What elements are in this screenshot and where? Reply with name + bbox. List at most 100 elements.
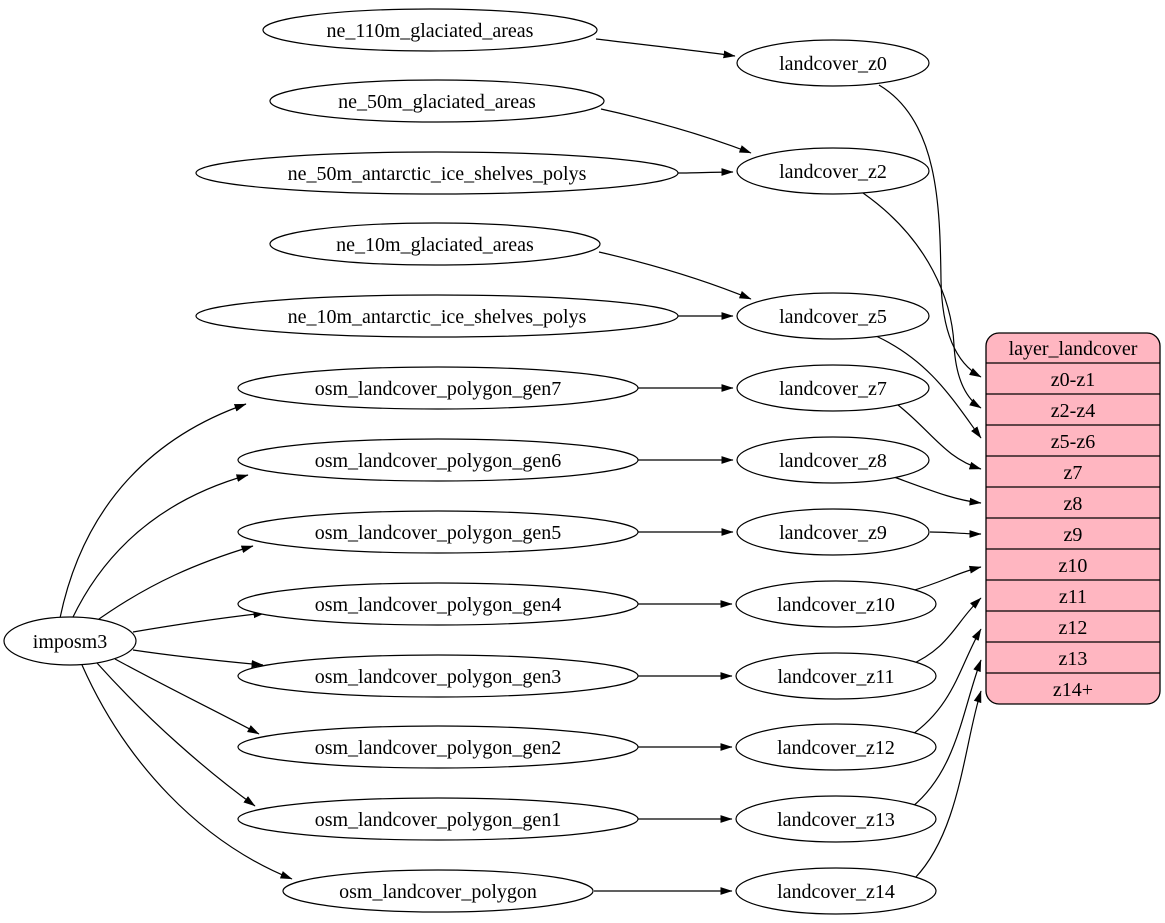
node-ellipse: [735, 867, 937, 915]
edge-ne_10m_glaciated_areas-to-landcover_z5: [598, 251, 752, 300]
node-landcover_z8: landcover_z8: [736, 436, 930, 484]
node-ellipse: [3, 616, 137, 666]
node-landcover_z0: landcover_z0: [736, 39, 930, 87]
edge-landcover_z0-to-layer_landcover:z0-z1: [878, 84, 982, 378]
node-label: osm_landcover_polygon_gen6: [315, 450, 562, 472]
edge-ne_50m_antarctic_ice_shelves_polys-to-landcover_z2: [677, 168, 734, 176]
edge-landcover_z8-to-layer_landcover:z8: [893, 476, 982, 506]
node-landcover_z14: landcover_z14: [735, 867, 937, 915]
node-label: osm_landcover_polygon: [339, 881, 537, 903]
record-title: layer_landcover: [1009, 338, 1138, 360]
edge-imposm3-to-osm_landcover_polygon_gen3: [132, 649, 264, 668]
node-osm_landcover_polygon_gen3: osm_landcover_polygon_gen3: [237, 654, 639, 698]
node-label: ne_50m_glaciated_areas: [338, 91, 536, 113]
edge-ne_110m_glaciated_areas-to-landcover_z0: [595, 38, 736, 59]
node-landcover_z7: landcover_z7: [736, 364, 930, 412]
record-node-layer_landcover: layer_landcover z0-z1 z2-z4 z5-z6 z7 z8 z9 z10 z…: [985, 332, 1161, 705]
record-row-label: z7: [1064, 462, 1083, 484]
node-ellipse: [262, 8, 598, 52]
node-ellipse: [282, 869, 594, 913]
edge-landcover_z13-to-layer_landcover:z13: [911, 659, 982, 808]
node-osm_landcover_polygon_gen1: osm_landcover_polygon_gen1: [237, 797, 639, 841]
node-landcover_z5: landcover_z5: [736, 292, 930, 340]
edge-imposm3-to-osm_landcover_polygon_gen6: [71, 474, 249, 620]
record-row-label: z14+: [1053, 679, 1093, 701]
node-ellipse: [269, 79, 605, 123]
node-landcover_z9: landcover_z9: [736, 508, 930, 556]
edge-landcover_z2-to-layer_landcover:z2-z4: [862, 192, 982, 409]
record-row-label: z8: [1064, 493, 1083, 515]
node-label: ne_10m_antarctic_ice_shelves_polys: [288, 306, 587, 328]
record-row-label: z10: [1059, 555, 1088, 577]
node-osm_landcover_polygon_gen6: osm_landcover_polygon_gen6: [237, 438, 639, 482]
node-ellipse: [237, 366, 639, 410]
node-ne_110m_glaciated_areas: ne_110m_glaciated_areas: [262, 8, 598, 52]
node-label: osm_landcover_polygon_gen2: [315, 737, 562, 759]
node-ellipse: [195, 294, 679, 338]
node-osm_landcover_polygon: osm_landcover_polygon: [282, 869, 594, 913]
node-ellipse: [736, 364, 930, 412]
node-ellipse: [736, 147, 930, 195]
node-ellipse: [736, 292, 930, 340]
node-ne_50m_antarctic_ice_shelves_polys: ne_50m_antarctic_ice_shelves_polys: [195, 151, 679, 195]
node-ne_10m_glaciated_areas: ne_10m_glaciated_areas: [269, 222, 601, 266]
node-ne_50m_glaciated_areas: ne_50m_glaciated_areas: [269, 79, 605, 123]
edge-landcover_z12-to-layer_landcover:z12: [909, 628, 982, 737]
edge-imposm3-to-osm_landcover_polygon_gen1: [96, 662, 256, 807]
node-label: landcover_z9: [779, 522, 887, 544]
node-landcover_z13: landcover_z13: [735, 795, 937, 843]
node-osm_landcover_polygon_gen5: osm_landcover_polygon_gen5: [237, 510, 639, 554]
record-row-label: z13: [1059, 648, 1088, 670]
node-label: osm_landcover_polygon_gen7: [315, 378, 562, 400]
edge-imposm3-to-osm_landcover_polygon_gen5: [91, 545, 254, 625]
record-row-label: z5-z6: [1051, 431, 1095, 453]
record-row-label: z12: [1059, 617, 1088, 639]
node-label: landcover_z12: [777, 737, 895, 759]
node-label: landcover_z2: [779, 161, 887, 183]
node-label: landcover_z10: [777, 594, 895, 616]
record-row-label: z9: [1064, 524, 1083, 546]
edge-imposm3-to-osm_landcover_polygon: [81, 664, 293, 880]
record-row-label: z0-z1: [1051, 369, 1095, 391]
node-ellipse: [195, 151, 679, 195]
node-ellipse: [736, 508, 930, 556]
node-label: landcover_z0: [779, 53, 887, 75]
edge-landcover_z14-to-layer_landcover:z14+: [914, 690, 982, 879]
edge-landcover_z5-to-layer_landcover:z5-z6: [875, 335, 982, 439]
node-ellipse: [735, 580, 937, 628]
edge-landcover_z10-to-layer_landcover:z10: [907, 565, 982, 593]
node-label: landcover_z8: [779, 450, 887, 472]
edge-imposm3-to-osm_landcover_polygon_gen4: [132, 610, 266, 633]
node-ellipse: [237, 797, 639, 841]
node-label: landcover_z7: [779, 378, 887, 400]
edge-landcover_z9-to-layer_landcover:z9: [929, 530, 982, 538]
node-label: imposm3: [33, 631, 107, 653]
node-ellipse: [736, 39, 930, 87]
node-landcover_z11: landcover_z11: [735, 652, 937, 700]
node-landcover_z2: landcover_z2: [736, 147, 930, 195]
node-ellipse: [735, 795, 937, 843]
edge-landcover_z11-to-layer_landcover:z11: [907, 597, 982, 667]
node-ne_10m_antarctic_ice_shelves_polys: ne_10m_antarctic_ice_shelves_polys: [195, 294, 679, 338]
edge-imposm3-to-osm_landcover_polygon_gen7: [59, 403, 247, 619]
node-osm_landcover_polygon_gen2: osm_landcover_polygon_gen2: [237, 725, 639, 769]
node-label: osm_landcover_polygon_gen1: [315, 809, 562, 831]
node-osm_landcover_polygon_gen4: osm_landcover_polygon_gen4: [237, 582, 639, 626]
node-ellipse: [237, 725, 639, 769]
node-label: landcover_z5: [779, 306, 887, 328]
node-ellipse: [736, 436, 930, 484]
node-ellipse: [237, 654, 639, 698]
node-ellipse: [269, 222, 601, 266]
node-ellipse: [735, 723, 937, 771]
node-label: landcover_z14: [777, 881, 895, 903]
node-label: ne_10m_glaciated_areas: [336, 234, 534, 256]
node-label: osm_landcover_polygon_gen5: [315, 522, 562, 544]
node-imposm3: imposm3: [3, 616, 137, 666]
node-label: landcover_z11: [778, 666, 895, 688]
node-label: ne_50m_antarctic_ice_shelves_polys: [288, 163, 587, 185]
edge-landcover_z7-to-layer_landcover:z7: [897, 404, 982, 470]
node-landcover_z10: landcover_z10: [735, 580, 937, 628]
record-row-label: z11: [1059, 586, 1087, 608]
node-label: osm_landcover_polygon_gen4: [315, 594, 562, 616]
record-row-label: z2-z4: [1051, 400, 1095, 422]
